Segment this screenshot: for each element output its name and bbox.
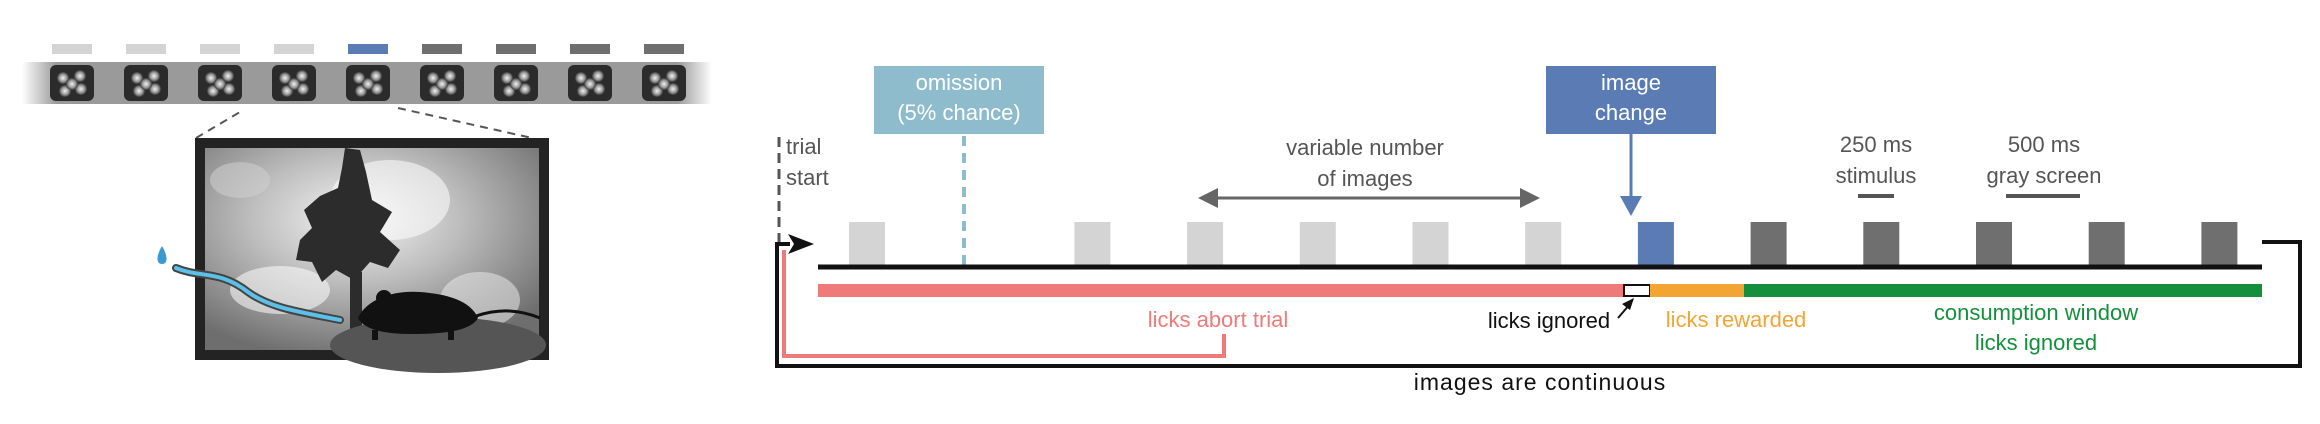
strip-bar — [274, 44, 314, 54]
strip-thumbnail — [420, 65, 464, 101]
tree-silhouette — [296, 148, 400, 282]
stim-250-label-2: stimulus — [1836, 163, 1917, 188]
variable-arrow-right — [1520, 188, 1540, 208]
continuity-loop — [775, 240, 2302, 368]
omission-box — [874, 66, 1044, 134]
licks-rewarded-label: licks rewarded — [1666, 307, 1807, 332]
strip-thumbnail — [568, 65, 612, 101]
mouse-icon — [358, 290, 541, 340]
strip-bar — [348, 44, 388, 54]
strip-bar — [496, 44, 536, 54]
timeline-image-dark — [2088, 222, 2125, 267]
gray-500-label-1: 500 ms — [2008, 132, 2080, 157]
omission-label-1: omission — [916, 70, 1003, 95]
strip-bar — [52, 44, 92, 54]
water-drop-icon — [157, 246, 167, 264]
abort-bracket — [782, 250, 1226, 358]
strip-thumbnail — [50, 65, 94, 101]
strip-bar — [126, 44, 166, 54]
consumption-label-1: consumption window — [1934, 300, 2138, 325]
timeline-image-light — [1525, 222, 1562, 267]
strip-bar — [644, 44, 684, 54]
strip-thumbnail — [198, 65, 242, 101]
timeline-image-light — [1412, 222, 1449, 267]
licks-abort-label: licks abort trial — [1148, 307, 1289, 332]
stimulus-strip — [22, 44, 712, 104]
timeline-images — [849, 222, 2238, 267]
trial-start-label-2: start — [786, 165, 829, 190]
timeline-image-dark — [1976, 222, 2012, 267]
strip-bars — [52, 44, 684, 54]
strip-thumbnail — [494, 65, 538, 101]
loop-arrowhead — [788, 234, 814, 254]
ignored-window-box — [1623, 284, 1651, 297]
image-change-label-2: change — [1595, 100, 1667, 125]
strip-thumbnail — [272, 65, 316, 101]
variable-arrow-left — [1198, 188, 1218, 208]
strip-thumbnails — [50, 65, 686, 101]
image-change-label-1: image — [1601, 70, 1661, 95]
strip-thumbnail — [642, 65, 686, 101]
strip-thumbnail — [346, 65, 390, 101]
variable-label-2: of images — [1317, 166, 1412, 191]
image-change-box — [1546, 66, 1716, 134]
omission-label-2: (5% chance) — [897, 100, 1021, 125]
strip-bar — [422, 44, 462, 54]
stim-250-label-1: 250 ms — [1840, 132, 1912, 157]
timeline-image-light — [1299, 222, 1336, 267]
continuous-label: images are continuous — [1414, 369, 1666, 395]
licks-ignored-label: licks ignored — [1488, 308, 1610, 333]
strip-thumbnail — [124, 65, 168, 101]
consumption-label-2: licks ignored — [1975, 330, 2097, 355]
timeline-image-light — [849, 222, 885, 267]
gray-500-label-2: gray screen — [1987, 163, 2102, 188]
timeline-image-light — [1074, 222, 1111, 267]
zoom-line-left — [195, 111, 241, 139]
timeline-image-change — [1637, 222, 1674, 267]
consumption-window-bar — [1744, 284, 2262, 297]
strip-bar — [200, 44, 240, 54]
timeline-image-light — [1187, 222, 1224, 267]
timeline-image-dark — [1863, 222, 1900, 267]
tree-trunk — [350, 272, 362, 332]
water-tube — [174, 266, 342, 322]
variable-label-1: variable number — [1286, 135, 1444, 160]
zoom-line-right — [397, 107, 533, 139]
image-change-arrowhead — [1620, 196, 1642, 216]
reward-window-bar — [1650, 284, 1744, 297]
abort-window-bar — [818, 284, 1624, 297]
trial-start-label-1: trial — [786, 134, 821, 159]
timeline-image-dark — [1750, 222, 1787, 267]
timeline-image-dark — [2201, 222, 2238, 267]
ignored-pointer-head — [1622, 298, 1634, 310]
strip-bar — [570, 44, 610, 54]
